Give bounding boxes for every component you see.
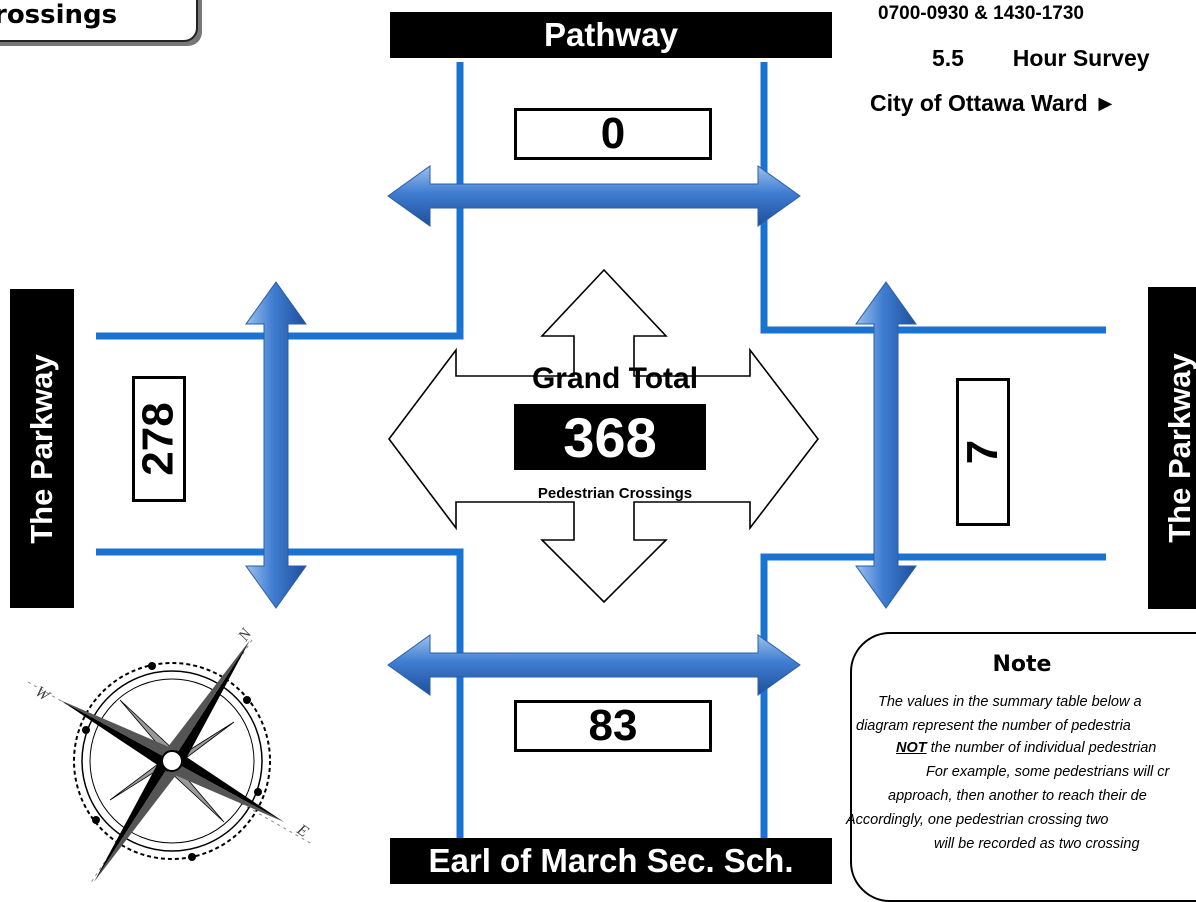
compass-rose [27, 639, 313, 884]
east-count: 7 [957, 439, 1007, 465]
street-west-text: The Parkway [24, 353, 60, 544]
street-south-text: Earl of March Sec. Sch. [428, 842, 794, 879]
page-title: rossings [0, 0, 118, 30]
note-line-4: For example, some pedestrians will cr [926, 764, 1170, 780]
west-crosswalk-arrow [245, 281, 307, 609]
east-crosswalk-arrow [855, 281, 917, 609]
street-east-label: The Parkway [1148, 287, 1196, 609]
south-count: 83 [588, 701, 638, 750]
note-title: Note [992, 652, 1052, 677]
survey-duration-label: Hour Survey [1012, 45, 1150, 71]
ward-label: City of Ottawa Ward ► [870, 90, 1117, 116]
grand-total-label: Grand Total [531, 362, 699, 395]
street-north-text: Pathway [544, 16, 678, 53]
note-line-7: will be recorded as two crossing [934, 836, 1140, 852]
west-count: 278 [134, 402, 184, 476]
west-count-box: 278 [132, 376, 186, 502]
south-count-box: 83 [514, 700, 712, 752]
street-north-label: Pathway [390, 12, 832, 58]
north-count: 0 [600, 109, 626, 158]
east-count-box: 7 [956, 378, 1010, 526]
note-line-2: diagram represent the number of pedestri… [856, 718, 1131, 734]
north-crosswalk-arrow [387, 165, 801, 227]
compass-e-label: E [293, 821, 312, 841]
survey-duration: 5.5 Hour Survey [932, 45, 1150, 72]
south-crosswalk-arrow [387, 634, 801, 696]
road-edges [96, 62, 1106, 884]
page-title-box: rossings [0, 0, 198, 42]
note-line-3-text: the number of individual pedestrian [930, 740, 1157, 756]
note-emphasis: NOT [896, 740, 927, 756]
street-east-text: The Parkway [1162, 353, 1196, 543]
grand-total-value: 368 [563, 405, 657, 469]
grand-total-value-box: 368 [514, 404, 706, 470]
survey-duration-value: 5.5 [932, 45, 964, 71]
street-west-label: The Parkway [10, 289, 74, 608]
note-box: Note The values in the summary table bel… [846, 632, 1196, 902]
grand-total-sublabel: Pedestrian Crossings [537, 485, 693, 502]
compass-n-label: N [235, 625, 256, 645]
note-line-5: approach, then another to reach their de [888, 788, 1147, 804]
survey-hours: 0700-0930 & 1430-1730 [878, 3, 1085, 24]
note-line-3: NOT the number of individual pedestrian [896, 740, 1156, 756]
note-line-1: The values in the summary table below a [878, 694, 1142, 710]
note-line-6: Accordingly, one pedestrian crossing two [846, 812, 1109, 828]
north-count-box: 0 [514, 108, 712, 160]
street-south-label: Earl of March Sec. Sch. [390, 838, 832, 884]
